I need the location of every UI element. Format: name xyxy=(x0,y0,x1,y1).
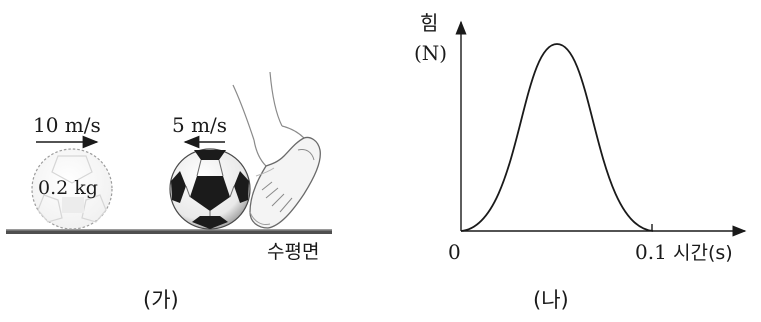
soccer-ball xyxy=(169,148,251,230)
surface-highlight xyxy=(6,229,332,231)
faded-ball-velocity-label: 10 m/s xyxy=(33,113,101,137)
y-axis-label-unit: (N) xyxy=(414,41,447,65)
panel-a: 10 m/s 0.2 kg 5 m/s xyxy=(6,71,332,312)
origin-label: 0 xyxy=(448,240,461,264)
x-axis-label: 시간(s) xyxy=(673,242,733,264)
kicking-shoe-icon xyxy=(232,71,321,229)
panel-b: 힘 (N) 0 0.1 시간(s) (나) xyxy=(414,11,747,312)
x-tick-label: 0.1 xyxy=(635,240,667,264)
force-time-curve xyxy=(460,43,654,232)
y-axis-label-quantity: 힘 xyxy=(420,11,438,35)
mass-label: 0.2 kg xyxy=(38,177,98,199)
ball-velocity-label: 5 m/s xyxy=(172,113,227,137)
horizontal-surface xyxy=(6,229,332,234)
panel-b-caption: (나) xyxy=(533,288,569,312)
faded-ball xyxy=(31,148,113,230)
surface-label: 수평면 xyxy=(267,241,319,263)
panel-a-caption: (가) xyxy=(143,288,179,312)
